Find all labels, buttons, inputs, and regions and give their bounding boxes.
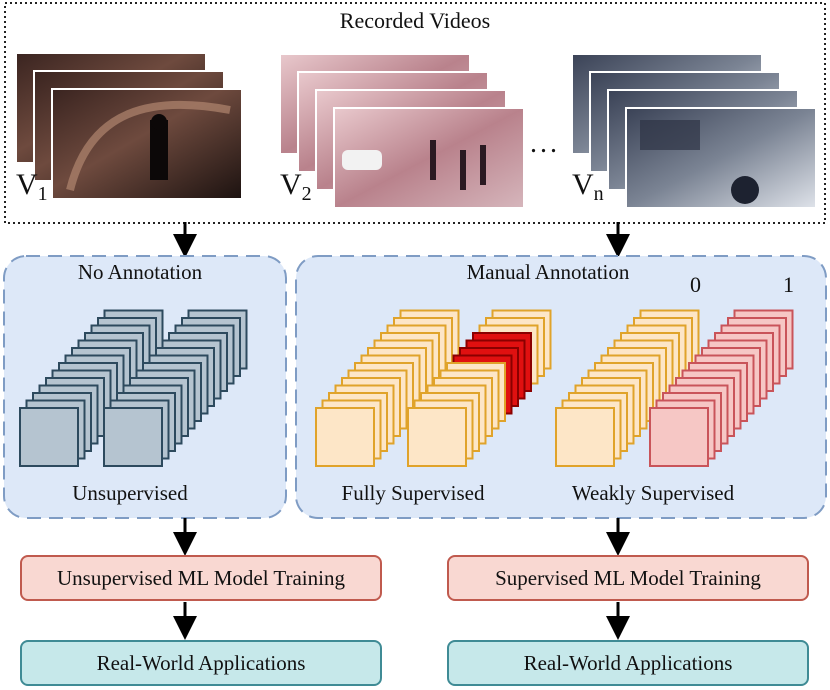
unsupervised-frame-stack-b	[103, 309, 248, 467]
unsupervised-caption: Unsupervised	[72, 481, 188, 505]
manual-annotation-header: Manual Annotation	[466, 260, 630, 284]
unsupervised-frame-stack-a	[19, 309, 164, 467]
video-frame	[103, 407, 163, 467]
right-real-world-applications-box: Real-World Applications	[447, 640, 809, 686]
video-frame	[555, 407, 615, 467]
weakly-supervised-caption: Weakly Supervised	[571, 481, 735, 505]
video-stack-1	[15, 52, 243, 200]
weakly-supervised-anomaly-stack	[649, 309, 794, 467]
video-stack-n	[571, 53, 817, 209]
recorded-videos-title: Recorded Videos	[339, 8, 491, 33]
unsupervised-training-box: Unsupervised ML Model Training	[20, 555, 382, 601]
video-frame	[19, 407, 79, 467]
fully-supervised-caption: Fully Supervised	[341, 481, 485, 505]
supervised-training-box: Supervised ML Model Training	[447, 555, 809, 601]
left-real-world-applications-box: Real-World Applications	[20, 640, 382, 686]
no-annotation-header: No Annotation	[77, 260, 203, 284]
video-label-2: V2	[280, 168, 312, 205]
fully-supervised-frame-stack-a	[315, 309, 460, 467]
video-label-1: V1	[16, 168, 48, 205]
video-frame	[649, 407, 709, 467]
video-ellipsis: ...	[530, 128, 560, 159]
video-label-n: Vn	[572, 168, 604, 205]
video-frame	[407, 407, 467, 467]
weakly-supervised-normal-stack	[555, 309, 700, 467]
video-frame	[315, 407, 375, 467]
recorded-videos-frame	[4, 2, 826, 224]
weak-normal-label: 0	[690, 272, 701, 297]
fully-supervised-frame-stack-b	[407, 309, 552, 467]
video-stack-2	[279, 53, 525, 209]
weak-anomaly-label: 1	[783, 272, 794, 297]
